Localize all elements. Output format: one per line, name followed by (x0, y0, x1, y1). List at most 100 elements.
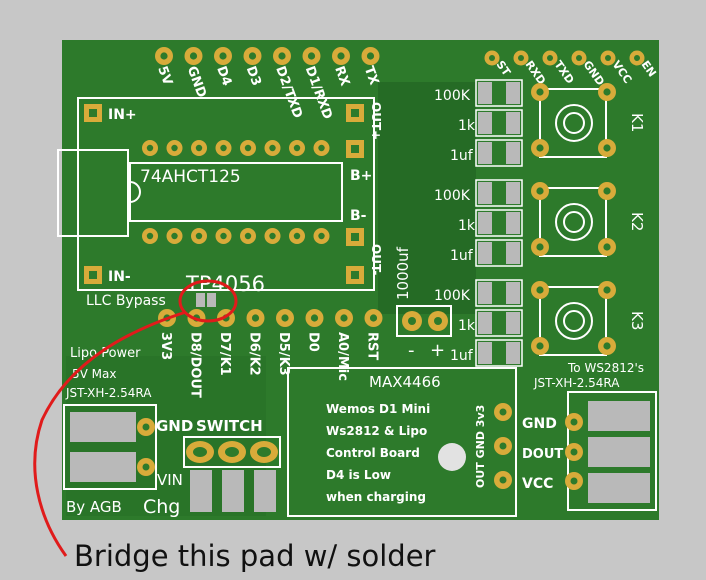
header-pin-label: D3 (243, 64, 264, 88)
header-pin-6 (332, 47, 350, 65)
credit-by: By AGB (66, 498, 122, 516)
annotation-circle (178, 279, 238, 323)
button-pin (531, 83, 549, 101)
button-pin (598, 182, 616, 200)
label-b-minus: B- (350, 208, 367, 224)
cap-minus-mark: - (408, 340, 415, 361)
ic-pin-bottom (166, 228, 183, 244)
cap-1uf-label: 1uf (450, 348, 474, 364)
ic-pin-bottom (191, 228, 207, 244)
resistor-1k-label: 1k (458, 318, 476, 334)
header-pin-7 (361, 47, 380, 65)
header-right-pin-pads (484, 50, 645, 66)
header-pin-label: TX (361, 64, 382, 87)
header-pin-label: D4 (213, 64, 234, 88)
header-pin-pads (155, 47, 380, 65)
ic-pin-pads (142, 140, 330, 244)
smd-pad (506, 82, 520, 104)
bottom-pin-label: A0/Mic (335, 332, 350, 381)
ws-pads (588, 401, 650, 503)
bottom-pin-4 (276, 309, 294, 327)
smd-pad (478, 182, 492, 204)
ws-title: To WS2812's (567, 361, 644, 375)
pcb-pour-right (378, 82, 476, 314)
button-pin (598, 139, 616, 157)
button-pin (598, 238, 616, 256)
bottom-pin-6 (335, 309, 353, 327)
header-pin-label: 5V (154, 64, 175, 87)
ic-pin-top (313, 140, 330, 156)
llc-bypass-pad-right (207, 293, 216, 307)
ic-pin-top (191, 140, 207, 156)
smd-pad (506, 282, 520, 304)
header-right-pin-2 (542, 50, 558, 66)
ws-pin-label: DOUT (522, 447, 563, 462)
max-module-line: Ws2812 & Lipo (326, 424, 427, 438)
smd-pad (478, 342, 492, 364)
button-pin (531, 238, 549, 256)
max-pin-pads (494, 403, 512, 489)
smd-pad (478, 282, 492, 304)
cap-1000uf-outline (396, 305, 452, 337)
ic-pin-top (142, 140, 158, 156)
header-right-pin-1 (513, 50, 529, 66)
bottom-pin-label: D7/K1 (217, 332, 232, 376)
header-pin-0 (155, 47, 173, 65)
button-label: K3 (628, 311, 646, 330)
switch-label: SWITCH (196, 417, 263, 435)
annotation-caption: Bridge this pad w/ solder (74, 539, 436, 573)
ic-chip-label: 74AHCT125 (140, 167, 241, 187)
button-outline (539, 187, 607, 257)
smd-pad (478, 212, 492, 234)
bottom-pin-3 (246, 309, 265, 327)
bottom-pin-label: D5/K3 (276, 332, 291, 376)
lipo-pad-2 (70, 452, 136, 482)
header-pin-5 (302, 47, 321, 65)
lipo-title: Lipo Power (70, 346, 141, 361)
label-b-plus: B+ (350, 168, 372, 184)
smd-pad (478, 242, 492, 264)
mic-hole (438, 443, 466, 471)
switch-tabs (190, 470, 276, 512)
ic-outline (129, 162, 343, 222)
button-outline (539, 88, 607, 158)
button-pin (531, 182, 549, 200)
button-label: K1 (628, 113, 646, 132)
button-pin (598, 83, 616, 101)
rc-smd-parts (475, 79, 523, 367)
ic-pin-bottom (313, 228, 330, 244)
label-in-minus: IN- (108, 269, 131, 285)
ws-connector: JST-XH-2.54RA (533, 376, 620, 390)
button-pin (531, 139, 549, 157)
resistor-1k-label: 1k (458, 218, 476, 234)
max-pin-labels: OUT GND 3v3 (474, 405, 487, 488)
lipo-connector: JST-XH-2.54RA (65, 386, 152, 400)
ic-pin-top (166, 140, 183, 156)
bottom-pin-label: D8/DOUT (188, 332, 203, 398)
lipo-subtitle: 5V Max (72, 367, 116, 381)
header-right-pin-5 (629, 50, 645, 66)
bottom-pin-label: D0 (306, 332, 321, 352)
header-right-pin-4 (600, 50, 616, 66)
button-pin (531, 281, 549, 299)
button-label: K2 (628, 212, 646, 231)
header-pin-1 (184, 47, 203, 65)
max-module-title: MAX4466 (369, 373, 441, 391)
label-out-plus: OUT+ (369, 102, 383, 140)
cap-plus-mark: + (430, 340, 445, 361)
smd-pad (506, 212, 520, 234)
smd-pad (478, 312, 492, 334)
llc-bypass-pad-left (196, 293, 205, 307)
switch-gnd-label: GND (156, 417, 193, 435)
ws-pin-label: VCC (522, 476, 553, 492)
max-module-line: Wemos D1 Mini (326, 402, 430, 416)
ws-pin-pads (565, 413, 583, 490)
resistor-100k-label: 100K (434, 188, 471, 204)
ic-pin-top (264, 140, 281, 156)
label-out-minus: OUT- (369, 244, 383, 275)
ic-pin-top (240, 140, 256, 156)
bottom-pin-label: D6/K2 (247, 332, 262, 376)
max-module-outline (287, 367, 517, 517)
